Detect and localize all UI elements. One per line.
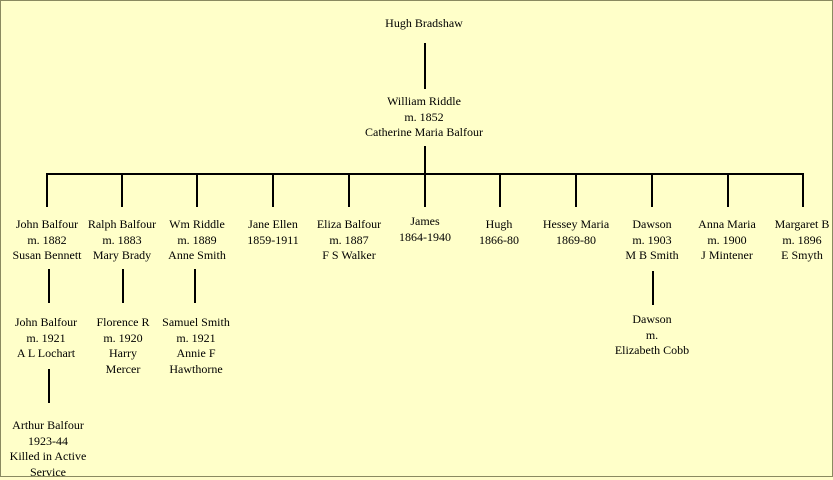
child-node-4: Jane Ellen 1859-1911: [247, 217, 299, 248]
node-line: m. 1887: [317, 233, 381, 249]
connector-great-grandchild-1: [48, 369, 50, 403]
connector-child-10: [727, 173, 729, 207]
great-grandchild-node-1: Arthur Balfour 1923-44 Killed in Active …: [10, 418, 87, 480]
connector-child-3: [196, 173, 198, 207]
node-line: Mary Brady: [88, 248, 156, 264]
node-line: 1859-1911: [247, 233, 299, 249]
node-line: m. 1896: [775, 233, 830, 249]
child-node-11: Margaret B m. 1896 E Smyth: [775, 217, 830, 264]
node-line: Wm Riddle: [168, 217, 226, 233]
node-line: William Riddle: [365, 94, 483, 110]
connector-child-5: [348, 173, 350, 207]
grandchild-node-1: John Balfour m. 1921 A L Lochart: [15, 315, 77, 362]
node-line: Catherine Maria Balfour: [365, 125, 483, 141]
node-line: J Mintener: [698, 248, 756, 264]
node-line: Hessey Maria: [543, 217, 609, 233]
node-line: M B Smith: [625, 248, 678, 264]
node-line: Susan Bennett: [13, 248, 82, 264]
child-node-8: Hessey Maria 1869-80: [543, 217, 609, 248]
node-line: Mercer: [97, 362, 150, 378]
node-line: A L Lochart: [15, 346, 77, 362]
child-node-6: James 1864-1940: [399, 214, 451, 245]
node-line: Hugh Bradshaw: [385, 16, 463, 32]
connector-grandchild-2: [122, 269, 124, 303]
node-line: Eliza Balfour: [317, 217, 381, 233]
connector-grandchild-1: [48, 269, 50, 303]
node-line: Hugh: [479, 217, 519, 233]
connector-child-11: [802, 173, 804, 207]
node-line: Margaret B: [775, 217, 830, 233]
node-line: Dawson: [625, 217, 678, 233]
node-line: Anne Smith: [168, 248, 226, 264]
node-line: James: [399, 214, 451, 230]
node-line: m. 1920: [97, 331, 150, 347]
child-node-1: John Balfour m. 1882 Susan Bennett: [13, 217, 82, 264]
parent-couple-node: William Riddle m. 1852 Catherine Maria B…: [365, 94, 483, 141]
node-line: John Balfour: [15, 315, 77, 331]
node-line: Annie F: [162, 346, 230, 362]
node-line: m. 1883: [88, 233, 156, 249]
connector-grandchild-4: [652, 271, 654, 305]
connector-child-1: [46, 173, 48, 207]
grandchild-node-3: Samuel Smith m. 1921 Annie F Hawthorne: [162, 315, 230, 377]
node-line: Harry: [97, 346, 150, 362]
node-line: 1864-1940: [399, 230, 451, 246]
node-line: m. 1921: [162, 331, 230, 347]
node-line: Arthur Balfour: [10, 418, 87, 434]
connector-child-4: [272, 173, 274, 207]
node-line: Killed in Active: [10, 449, 87, 465]
connector-parent-bar: [424, 146, 426, 174]
node-line: Florence R: [97, 315, 150, 331]
node-line: F S Walker: [317, 248, 381, 264]
node-line: E Smyth: [775, 248, 830, 264]
node-line: m. 1882: [13, 233, 82, 249]
connector-child-2: [121, 173, 123, 207]
child-node-5: Eliza Balfour m. 1887 F S Walker: [317, 217, 381, 264]
node-line: Elizabeth Cobb: [615, 343, 689, 359]
child-node-9: Dawson m. 1903 M B Smith: [625, 217, 678, 264]
node-line: m. 1900: [698, 233, 756, 249]
node-line: m. 1921: [15, 331, 77, 347]
connector-child-8: [575, 173, 577, 207]
node-line: m. 1852: [365, 110, 483, 126]
node-line: 1923-44: [10, 434, 87, 450]
node-line: Samuel Smith: [162, 315, 230, 331]
child-node-10: Anna Maria m. 1900 J Mintener: [698, 217, 756, 264]
grandchild-node-2: Florence R m. 1920 Harry Mercer: [97, 315, 150, 377]
connector-child-9: [651, 173, 653, 207]
node-line: Service: [10, 465, 87, 480]
node-line: m. 1903: [625, 233, 678, 249]
grandchild-node-4: Dawson m. Elizabeth Cobb: [615, 312, 689, 359]
node-line: Dawson: [615, 312, 689, 328]
node-line: 1866-80: [479, 233, 519, 249]
child-node-2: Ralph Balfour m. 1883 Mary Brady: [88, 217, 156, 264]
connector-grandchild-3: [194, 269, 196, 303]
connector-root-parent: [424, 43, 426, 89]
node-line: Jane Ellen: [247, 217, 299, 233]
node-line: Hawthorne: [162, 362, 230, 378]
child-node-7: Hugh 1866-80: [479, 217, 519, 248]
node-line: m.: [615, 328, 689, 344]
node-line: m. 1889: [168, 233, 226, 249]
node-line: Anna Maria: [698, 217, 756, 233]
connector-child-6: [424, 173, 426, 207]
node-line: Ralph Balfour: [88, 217, 156, 233]
root-person-node: Hugh Bradshaw: [385, 16, 463, 32]
connector-child-7: [499, 173, 501, 207]
node-line: 1869-80: [543, 233, 609, 249]
child-node-3: Wm Riddle m. 1889 Anne Smith: [168, 217, 226, 264]
node-line: John Balfour: [13, 217, 82, 233]
